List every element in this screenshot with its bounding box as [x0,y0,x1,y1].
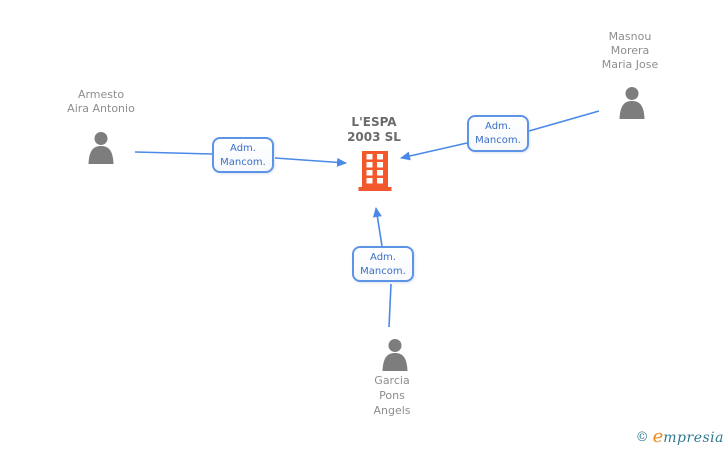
person-icon-garcia[interactable] [380,338,410,371]
relation-box-masnou: Adm. Mancom. [467,115,529,152]
empresia-logo[interactable]: ©empresia [636,426,724,447]
relation-box-armesto: Adm. Mancom. [212,137,274,173]
logo-initial: e [652,426,664,447]
relation-box-garcia: Adm. Mancom. [352,246,414,282]
copyright-icon: © [635,430,649,445]
person-name-masnou: Masnou Morera Maria Jose [601,30,659,71]
person-name-garcia: Garcia Pons Angels [373,374,411,417]
building-icon[interactable] [357,151,393,195]
person-icon-armesto[interactable] [86,131,116,164]
logo-text: mpresia [663,430,724,446]
person-icon-masnou[interactable] [617,86,647,119]
company-name: L'ESPA 2003 SL [347,115,401,144]
person-name-armesto: Armesto Aira Antonio [67,88,135,115]
